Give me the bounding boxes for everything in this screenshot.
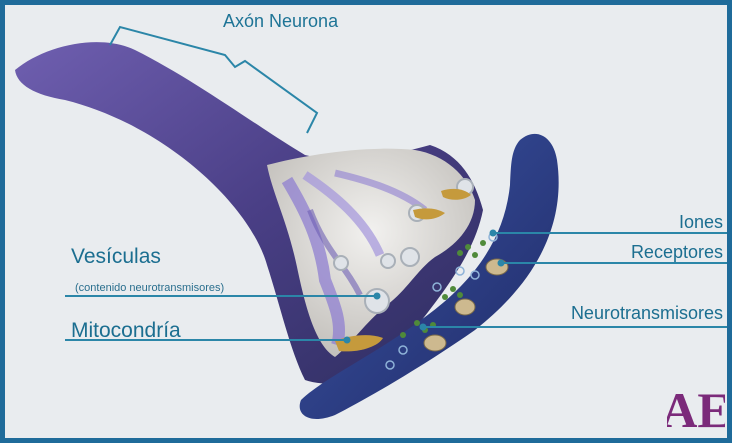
neurotransmitters-label: Neurotransmisores (571, 303, 723, 324)
ions-label: Iones (679, 212, 723, 233)
logo-text: AE (667, 382, 725, 435)
vesicles-label: Vesículas (71, 245, 161, 269)
vesicles-note: (contenido neurotransmisores) (75, 282, 224, 294)
receptors-label: Receptores (631, 242, 723, 263)
synapse-illustration (5, 5, 727, 438)
axon-title: Axón Neurona (223, 11, 338, 32)
ae-logo: AE (667, 377, 725, 435)
mitochondria-label: Mitocondría (71, 319, 181, 343)
